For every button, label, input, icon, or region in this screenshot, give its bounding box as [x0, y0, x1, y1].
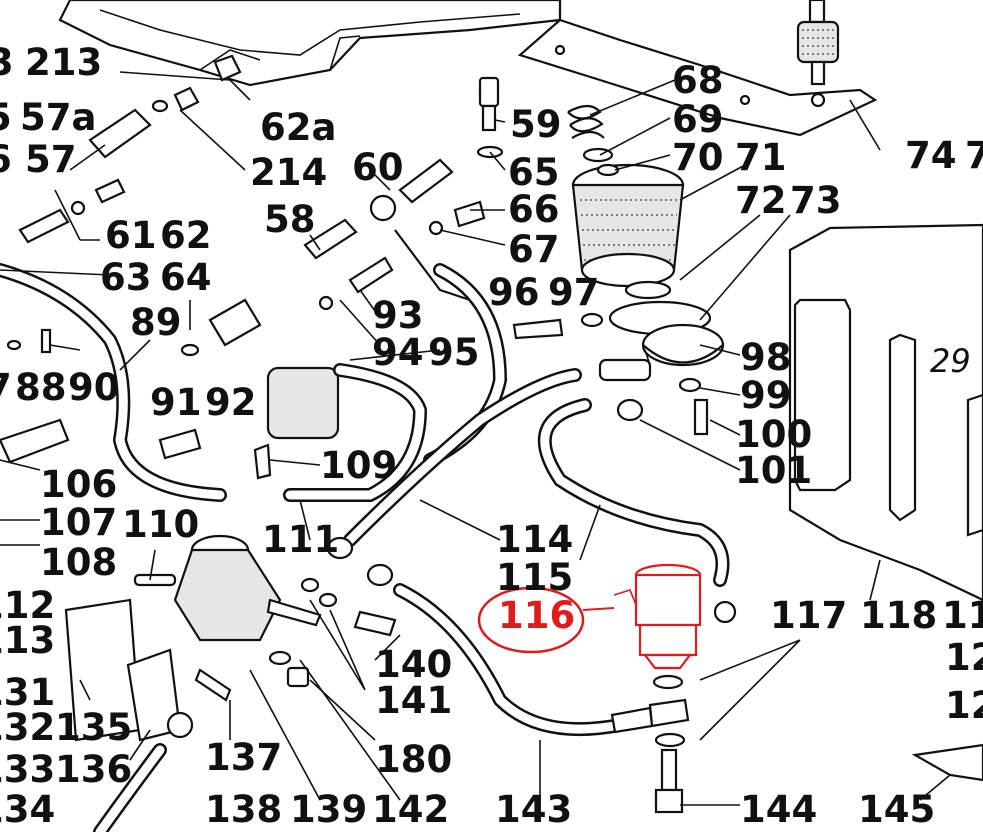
label-89: 89 [130, 301, 182, 344]
label-145: 145 [858, 788, 935, 831]
label-63: 63 [100, 256, 152, 299]
label-70: 70 [672, 136, 724, 179]
label-60: 60 [352, 146, 404, 189]
label-110: 110 [122, 503, 199, 546]
label-67: 67 [508, 228, 560, 271]
label-119: 119 [942, 594, 983, 637]
label-92: 92 [205, 381, 257, 424]
label-137: 137 [205, 736, 282, 779]
bracket-145 [911, 743, 983, 782]
bolt-59 [476, 76, 504, 159]
label-93: 93 [372, 294, 424, 337]
label-114: 114 [496, 518, 573, 561]
label-116: 116 [498, 594, 575, 637]
fuel-hoses [0, 263, 730, 832]
spring-and-washers [567, 104, 620, 177]
label-136: 136 [55, 748, 132, 791]
label-140: 140 [375, 643, 452, 686]
label-65: 65 [508, 151, 560, 194]
label-142: 142 [372, 788, 449, 831]
label-90: 90 [68, 366, 120, 409]
label-113: 113 [0, 619, 55, 662]
label-72: 72 [735, 179, 787, 222]
highlight-leader [582, 607, 615, 611]
label-135: 135 [55, 706, 132, 749]
label-109: 109 [320, 444, 397, 487]
label-58: 58 [264, 198, 316, 241]
label-101: 101 [735, 449, 812, 492]
label-134: 134 [0, 788, 55, 831]
leader-lines [0, 71, 951, 806]
label-57: 57 [25, 138, 77, 181]
label-62a: 62a [260, 106, 336, 149]
small-washers-and-bolts [268, 377, 737, 688]
label-94: 94 [372, 331, 424, 374]
label-partial-12b: 12 [945, 684, 983, 727]
label-213: 213 [25, 41, 102, 84]
label-115: 115 [496, 556, 573, 599]
label-132: 132 [0, 706, 55, 749]
label-139: 139 [290, 788, 367, 831]
label-66: 66 [508, 188, 560, 231]
label-74: 74 [905, 134, 957, 177]
label-107: 107 [40, 501, 117, 544]
label-68: 68 [672, 59, 724, 102]
label-62: 62 [160, 214, 212, 257]
label-91: 91 [150, 381, 202, 424]
filter-head [598, 300, 725, 382]
fuel-pump-assembly [64, 534, 322, 742]
label-143: 143 [495, 788, 572, 831]
label-100: 100 [735, 413, 812, 456]
label-73: 73 [790, 179, 842, 222]
label-69: 69 [672, 98, 724, 141]
label-partial-7b: 7 [965, 134, 983, 177]
label-108: 108 [40, 541, 117, 584]
mounting-bracket-plate [517, 18, 878, 137]
label-61: 61 [105, 214, 157, 257]
fuel-solenoid-valve [613, 563, 702, 670]
label-95: 95 [428, 331, 480, 374]
fuel-tank [788, 223, 983, 602]
label-partial-6: 6 [0, 138, 12, 181]
label-71: 71 [735, 136, 787, 179]
label-59: 59 [510, 103, 562, 146]
top-frame-plate [58, 0, 562, 87]
label-112: 112 [0, 584, 55, 627]
label-64: 64 [160, 256, 212, 299]
label-partial-12a: 12 [945, 636, 983, 679]
banjo-bolt-and-washers [610, 674, 690, 814]
label-214: 214 [250, 151, 327, 194]
label-99: 99 [740, 374, 792, 417]
label-98: 98 [740, 336, 792, 379]
label-141: 141 [375, 679, 452, 722]
left-side-fittings [0, 54, 340, 480]
label-97: 97 [548, 271, 600, 314]
label-88: 88 [15, 366, 67, 409]
label-118: 118 [860, 594, 937, 637]
label-partial-5: 5 [0, 96, 12, 139]
label-106: 106 [40, 463, 117, 506]
label-partial-7: 7 [0, 366, 12, 409]
label-144: 144 [740, 788, 817, 831]
label-133: 133 [0, 748, 55, 791]
highlight-ellipse [477, 586, 585, 654]
fuel-filter-canister [571, 163, 685, 300]
part-labels: 3 213 57a 5 62a 214 57 6 61 62 63 64 89 … [0, 41, 983, 831]
label-partial-3: 3 [0, 41, 14, 84]
label-131: 131 [0, 671, 55, 714]
inline-fuel-filter [796, 0, 840, 108]
label-138: 138 [205, 788, 282, 831]
label-29: 29 [930, 342, 971, 380]
label-180: 180 [375, 738, 452, 781]
label-57a: 57a [20, 96, 96, 139]
label-96: 96 [488, 271, 540, 314]
label-111: 111 [262, 518, 339, 561]
label-117: 117 [770, 594, 847, 637]
